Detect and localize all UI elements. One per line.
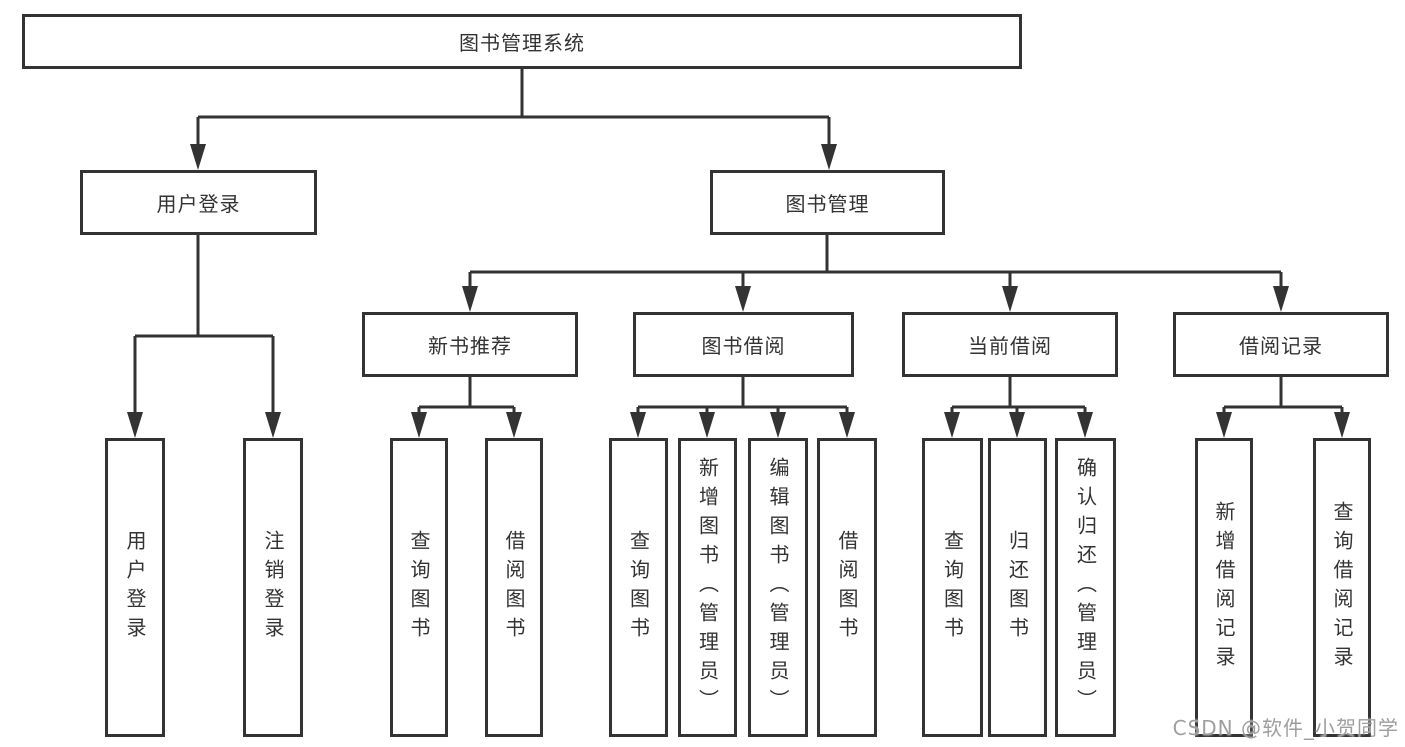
node-book-borrowing-label: 图书借阅 [701,334,786,358]
node-book-management-label: 图书管理 [785,192,870,216]
node-current-borrowing: 当前借阅 [902,312,1118,377]
leaf-current-query-books-label: 查询图书 [940,529,965,646]
leaf-confirm-return-admin-label: 确认归还（管理员） [1073,457,1098,718]
node-current-borrowing-label: 当前借阅 [968,334,1052,358]
leaf-recommend-query-books: 查询图书 [390,438,448,737]
leaf-recommend-borrow-books: 借阅图书 [485,438,543,737]
leaf-borrowing-borrow-books: 借阅图书 [817,438,877,737]
arrowheads [127,144,1350,438]
leaf-edit-books-admin-label: 编辑图书（管理员） [766,457,790,718]
leaf-current-query-books: 查询图书 [922,438,983,737]
leaf-user-login-label: 用户登录 [123,529,147,646]
leaf-add-books-admin: 新增图书（管理员） [678,438,737,737]
leaf-return-books: 归还图书 [988,438,1047,737]
node-user-login: 用户登录 [80,170,317,235]
node-new-book-recommend-label: 新书推荐 [428,334,512,358]
leaf-user-login: 用户登录 [105,438,165,737]
node-book-borrowing: 图书借阅 [633,312,854,377]
leaf-recommend-query-books-label: 查询图书 [407,529,431,646]
leaf-borrowing-borrow-books-label: 借阅图书 [835,529,859,646]
tree-branch-lines [133,69,1344,414]
leaf-query-borrow-record-label: 查询借阅记录 [1330,500,1354,675]
leaf-confirm-return-admin: 确认归还（管理员） [1055,438,1116,737]
node-library-system: 图书管理系统 [22,14,1022,69]
leaf-logout: 注销登录 [243,438,303,737]
leaf-return-books-label: 归还图书 [1005,529,1030,646]
node-borrowing-records: 借阅记录 [1173,312,1389,377]
node-library-system-label: 图书管理系统 [459,31,585,55]
csdn-watermark: CSDN @软件_小贺同学 [1172,716,1399,740]
leaf-add-books-admin-label: 新增图书（管理员） [695,457,720,718]
leaf-logout-label: 注销登录 [261,529,285,646]
node-user-login-label: 用户登录 [156,192,241,216]
leaf-add-borrow-record: 新增借阅记录 [1195,438,1253,737]
node-new-book-recommend: 新书推荐 [362,312,578,377]
leaf-borrowing-query-books-label: 查询图书 [626,529,651,646]
leaf-add-borrow-record-label: 新增借阅记录 [1212,500,1236,675]
leaf-edit-books-admin: 编辑图书（管理员） [748,438,808,737]
leaf-query-borrow-record: 查询借阅记录 [1313,438,1371,737]
node-borrowing-records-label: 借阅记录 [1239,334,1323,358]
node-book-management: 图书管理 [710,170,945,235]
leaf-borrowing-query-books: 查询图书 [609,438,668,737]
leaf-recommend-borrow-books-label: 借阅图书 [502,529,526,646]
